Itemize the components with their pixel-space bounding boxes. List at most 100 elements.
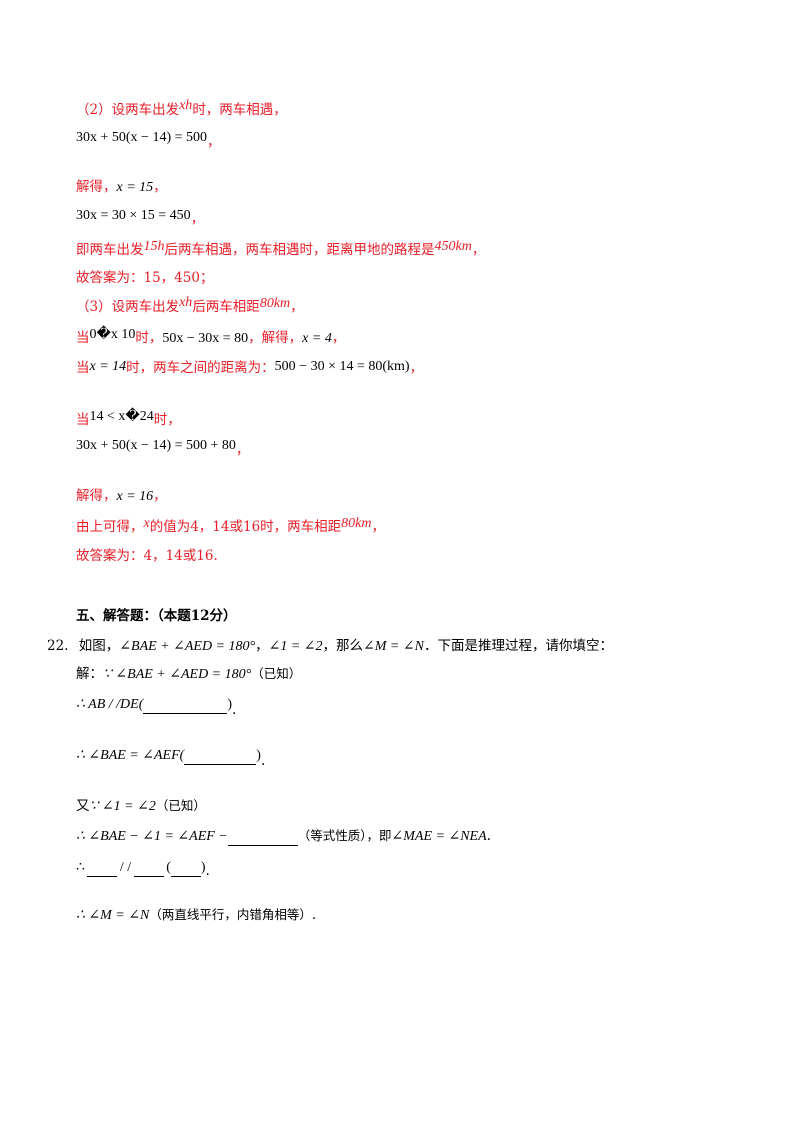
q22-stem-a: 如图， xyxy=(78,638,120,654)
q22-sol-note: （已知） xyxy=(251,666,302,681)
q22-step5-blank1[interactable] xyxy=(86,862,117,877)
q22-step6-eq: ∴ ∠M = ∠N xyxy=(76,908,150,923)
q22-step1-blank[interactable] xyxy=(143,699,228,714)
part3-case1-a: 当 xyxy=(76,330,90,346)
section5-heading: 五、解答题：（本题12分） xyxy=(76,608,237,624)
part2-intro-var: xh xyxy=(179,98,193,113)
part3-solve-eq: x = 16 xyxy=(116,489,154,504)
part2-solve-eq: x = 15 xyxy=(116,180,154,195)
part2-solve-line: 解得，x = 15， xyxy=(76,178,167,197)
q22-step4-line: ∴ ∠BAE − ∠1 = ∠AEF − （等式性质），即∠MAE = ∠NEA. xyxy=(76,827,491,846)
part3-intro-tail: ， xyxy=(290,299,304,315)
part2-eq2: 30x = 30 × 15 = 450 xyxy=(76,208,191,223)
part3-case2-b: 时，两车之间的距离为： xyxy=(126,360,275,376)
part3-case3-line: 当14 < x�24时， xyxy=(76,409,181,430)
q22-step4-eq: ∴ ∠BAE − ∠1 = ∠AEF − xyxy=(76,829,228,844)
part3-case3-tail: ， xyxy=(235,442,250,458)
q22-stem-eq3: ∠M = ∠N xyxy=(363,639,424,654)
q22-step5-par: / / xyxy=(119,860,132,875)
q22-step2-line: ∴ ∠BAE = ∠AEF(). xyxy=(76,746,265,769)
q22-step3-note: （已知） xyxy=(155,798,206,813)
part3-intro-mid: 后两车相距 xyxy=(192,299,260,315)
part2-conclusion-line: 即两车出发15h后两车相遇，两车相遇时，距离甲地的路程是450km， xyxy=(76,239,486,260)
q22-step2-tail: . xyxy=(260,753,266,769)
part3-conclusion-line: 由上可得，x的值为4，14或16时，两车相距80km， xyxy=(76,516,386,537)
part3-case1-range: 0�x 10 xyxy=(89,327,136,342)
q22-sol-line: 解：∵ ∠BAE + ∠AED = 180°（已知） xyxy=(76,665,301,684)
q22-sol-label: 解： xyxy=(76,666,103,682)
part2-intro-tail: 时，两车相遇， xyxy=(192,102,287,118)
part3-intro-dist: 80km xyxy=(259,296,291,311)
q22-step5-open: ( xyxy=(166,860,171,875)
part3-concl-tail: ， xyxy=(371,519,386,535)
part2-solve-tail: ， xyxy=(153,179,167,195)
q22-step2-blank[interactable] xyxy=(184,750,257,765)
part3-case2-eq: 500 − 30 × 14 = 80(km) xyxy=(274,359,410,374)
part3-case3-eq: 30x + 50(x − 14) = 500 + 80 xyxy=(76,438,236,453)
q22-step5-blank2[interactable] xyxy=(134,862,165,877)
part3-solve-tail: ， xyxy=(153,488,167,504)
part2-intro-line: （2）设两车出发xh时，两车相遇， xyxy=(76,98,287,120)
q22-stem-eq1: ∠BAE + ∠AED = 180° xyxy=(119,639,256,654)
q22-step2-close: ) xyxy=(256,748,261,763)
part2-concl-tail: ， xyxy=(471,242,486,258)
q22-step2: ∴ ∠BAE = ∠AEF( xyxy=(76,748,185,763)
part3-intro: （3）设两车出发 xyxy=(76,299,180,315)
q22-step4-blank[interactable] xyxy=(227,831,298,846)
part3-case3-b: 时， xyxy=(153,412,181,428)
q22-step5-a: ∴ xyxy=(76,860,85,875)
q22-number: 22. xyxy=(47,638,69,654)
part3-concl-var: x xyxy=(143,516,150,531)
part3-case1-b: 时， xyxy=(135,330,163,346)
part3-answer: 故答案为：4，14或16. xyxy=(76,548,218,564)
q22-step4-tail: . xyxy=(486,828,491,844)
part2-answer: 故答案为：15，450； xyxy=(76,270,214,286)
q22-step5-blank3[interactable] xyxy=(170,862,201,877)
q22-step6-line: ∴ ∠M = ∠N（两直线平行，内错角相等）. xyxy=(76,906,316,925)
q22-step5-close: ) xyxy=(200,860,206,875)
part3-case1-line: 当0�x 10时，50x − 30x = 80，解得，x = 4， xyxy=(76,327,345,348)
part2-eq2-tail: ， xyxy=(190,211,205,227)
part2-eq1-line: 30x + 50(x − 14) = 500， xyxy=(76,128,221,150)
part3-case1-c: ，解得， xyxy=(248,330,303,346)
part3-case1-sol: x = 4 xyxy=(302,331,332,346)
q22-step3-a: 又 xyxy=(76,798,90,814)
part2-eq1: 30x + 50(x − 14) = 500 xyxy=(76,130,208,145)
q22-step1: ∴ AB / /DE( xyxy=(76,697,144,712)
part3-case2-var: x = 14 xyxy=(89,359,127,374)
q22-sol-eq: ∵ ∠BAE + ∠AED = 180° xyxy=(103,667,252,682)
part2-solve-label: 解得， xyxy=(76,179,117,195)
part2-concl-var: 15h xyxy=(143,239,165,254)
part3-solve-line: 解得，x = 16， xyxy=(76,487,167,506)
q22-step1-tail: . xyxy=(232,702,237,718)
q22-stem-eq2: ∠1 = ∠2 xyxy=(268,639,323,654)
part3-case3-a: 当 xyxy=(76,412,90,428)
q22-step3-line: 又∵ ∠1 = ∠2（已知） xyxy=(76,797,206,816)
part3-intro-var: xh xyxy=(179,295,193,310)
part2-concl-dist: 450km xyxy=(434,239,472,254)
part3-case3-range: 14 < x�24 xyxy=(89,409,154,424)
q22-step3-eq: ∵ ∠1 = ∠2 xyxy=(89,799,156,814)
part2-concl-a: 即两车出发 xyxy=(76,242,144,258)
q22-step5-tail: . xyxy=(205,863,210,879)
q22-stem-d: ．下面是推理过程，请你填空： xyxy=(423,638,613,654)
q22-step1-close: ) xyxy=(227,697,233,712)
part2-eq1-tail: ， xyxy=(207,134,221,150)
part3-case1-eq: 50x − 30x = 80 xyxy=(162,331,249,346)
q22-stem-line: 22. 如图，∠BAE + ∠AED = 180°，∠1 = ∠2，那么∠M =… xyxy=(47,637,613,656)
part3-concl-a: 由上可得， xyxy=(76,519,144,535)
part3-case2-a: 当 xyxy=(76,360,90,376)
part2-intro: （2）设两车出发 xyxy=(76,102,180,118)
part2-eq2-line: 30x = 30 × 15 = 450， xyxy=(76,206,205,227)
q22-step6-tail: . xyxy=(311,907,317,923)
part2-concl-b: 后两车相遇，两车相遇时，距离甲地的路程是 xyxy=(164,242,435,258)
part3-concl-b: 的值为4，14或16时，两车相距 xyxy=(149,519,342,535)
q22-step4-eq2: ∠MAE = ∠NEA xyxy=(391,829,487,844)
q22-step4-note: （等式性质），即 xyxy=(297,828,392,843)
part3-concl-dist: 80km xyxy=(341,516,372,531)
q22-stem-b: ， xyxy=(255,638,269,654)
q22-stem-c: ，那么 xyxy=(322,638,364,654)
q22-step6-note: （两直线平行，内错角相等） xyxy=(149,907,312,922)
part3-case3-eq-line: 30x + 50(x − 14) = 500 + 80， xyxy=(76,436,250,458)
q22-step5-line: ∴ / / (). xyxy=(76,858,210,879)
